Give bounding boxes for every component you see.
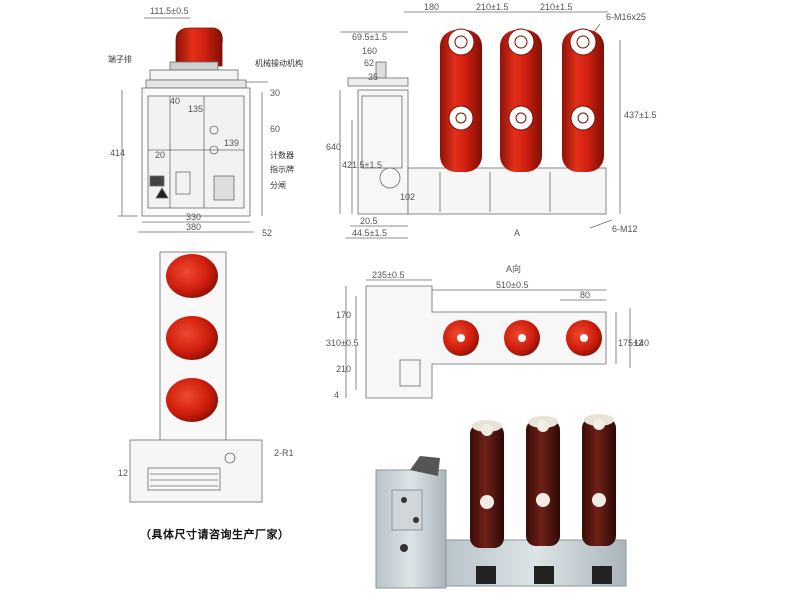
front-terminal-label: 端子排 — [108, 54, 132, 64]
side-insulator-right — [562, 28, 604, 172]
front-mechanism-label: 机械操动机构 — [255, 58, 303, 68]
plan-dim-2: 510±0.5 — [496, 280, 528, 290]
side-insulator-middle — [500, 28, 542, 172]
plan-dim-7: 175±2 — [618, 338, 643, 348]
front-indicator-label: 指示牌 — [270, 164, 294, 174]
top-view-pole-3 — [166, 378, 218, 422]
side-section-label: A — [514, 228, 520, 238]
plan-view — [345, 279, 631, 399]
side-dim-h-total: 640 — [326, 142, 341, 152]
side-view — [339, 11, 621, 239]
plan-dim-5: 310±0.5 — [326, 338, 358, 348]
plan-dim-6: 210 — [336, 364, 351, 374]
side-dim-w4: 35 — [368, 72, 378, 82]
dimension-disclaimer: （具体尺寸请咨询生产厂家） — [140, 528, 290, 541]
front-height-dim: 414 — [110, 148, 125, 158]
front-view — [118, 17, 268, 233]
side-dim-foot: 44.5±1.5 — [352, 228, 387, 238]
front-dim-30: 30 — [270, 88, 280, 98]
top-view-pole-1 — [166, 254, 218, 298]
front-divider-label: 分闸 — [270, 181, 286, 190]
top-view-dim-left: 12 — [118, 468, 128, 478]
top-view-dim-right: 2-R1 — [274, 448, 294, 458]
plan-dim-8: 140 — [634, 338, 649, 348]
front-dim-20: 20 — [155, 150, 165, 160]
side-dim-h-right: 437±1.5 — [624, 110, 656, 120]
side-dim-102: 102 — [400, 192, 415, 202]
side-dim-top-b: 210±1.5 — [476, 2, 508, 12]
front-dim-60: 60 — [270, 124, 280, 134]
front-dim-52: 52 — [262, 228, 272, 238]
photo-pole-3 — [582, 414, 616, 546]
side-dim-top-c: 210±1.5 — [540, 2, 572, 12]
side-dim-w2: 160 — [362, 46, 377, 56]
front-width-inner: 330 — [186, 212, 201, 222]
plan-title: A向 — [506, 263, 521, 274]
plan-dim-4: 170 — [336, 310, 351, 320]
product-photo — [375, 414, 627, 589]
front-top-width: 111.5±0.5 — [150, 6, 189, 16]
plan-dim-1: 235±0.5 — [372, 270, 404, 280]
photo-pole-1 — [470, 420, 504, 548]
plan-dim-3: 80 — [580, 290, 590, 300]
front-dim-135: 135 — [188, 104, 203, 114]
side-dim-w3: 62 — [364, 58, 374, 68]
side-bolt2-label: 6-M12 — [612, 224, 638, 234]
front-top-insulator — [175, 27, 223, 67]
front-width-outer: 380 — [186, 222, 201, 232]
plan-dim-9: 4 — [334, 390, 339, 400]
photo-pole-2 — [526, 416, 560, 546]
side-dim-h-main: 421.5±1.5 — [342, 160, 382, 170]
side-dim-bottom: 20.5 — [360, 216, 378, 226]
side-insulator-left — [440, 28, 482, 172]
front-counter-label: 计数器 — [270, 150, 294, 160]
top-view-pole-2 — [166, 316, 218, 360]
side-dim-w1: 69.5±1.5 — [352, 32, 387, 42]
front-dim-139: 139 — [224, 138, 239, 148]
side-bolt-label: 6-M16x25 — [606, 12, 646, 22]
side-dim-top-a: 180 — [424, 2, 439, 12]
front-dim-40: 40 — [170, 96, 180, 106]
